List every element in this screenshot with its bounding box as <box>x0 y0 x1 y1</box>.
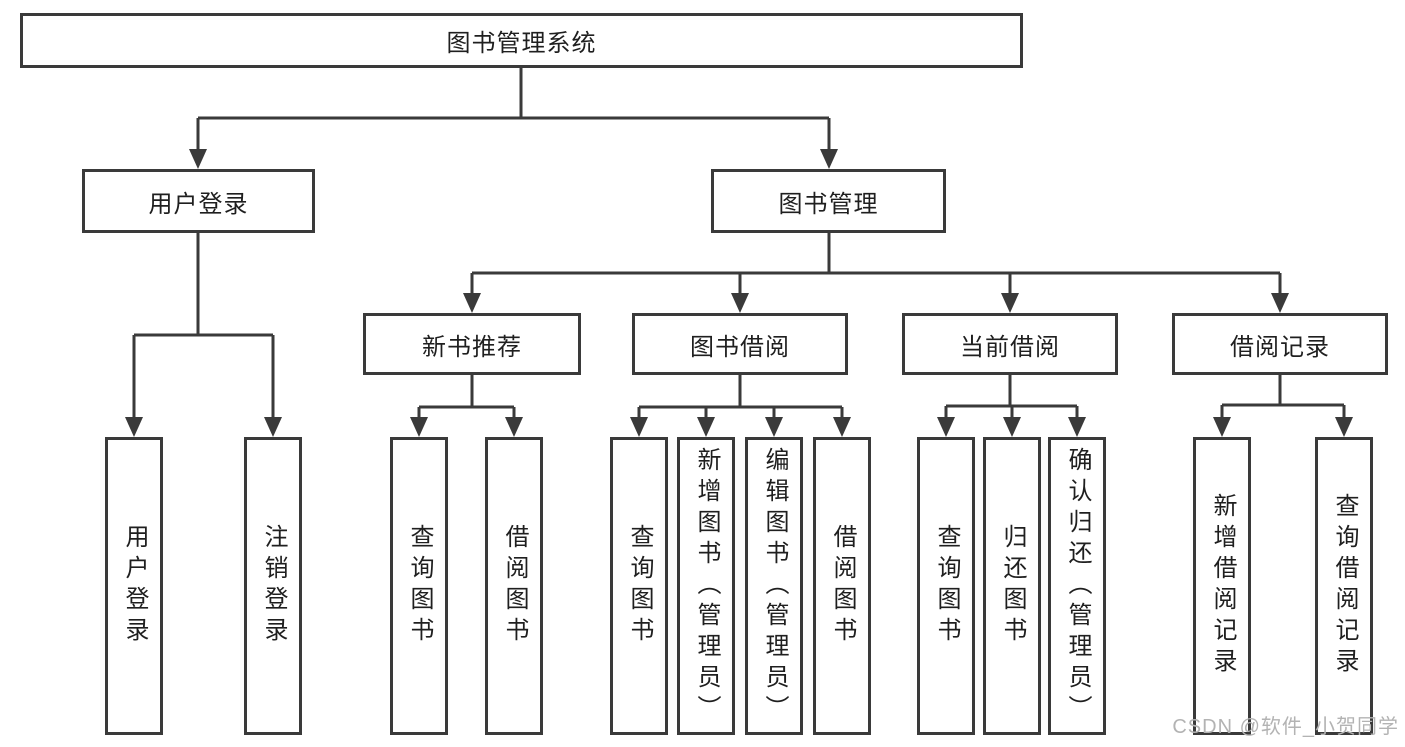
arrow-to-user-login <box>189 149 207 169</box>
leaf-search-books-borrow-label: 查询图书 <box>626 524 653 648</box>
node-user-login-label: 用户登录 <box>148 190 249 218</box>
leaf-borrow-books: 借阅图书 <box>813 437 871 735</box>
leaf-add-book-admin: 新增图书（管理员） <box>677 437 735 735</box>
leaf-confirm-return-admin: 确认归还（管理员） <box>1048 437 1106 735</box>
node-book-borrowing: 图书借阅 <box>632 313 848 375</box>
leaf-user-login: 用户登录 <box>105 437 163 735</box>
leaf-add-borrow-record: 新增借阅记录 <box>1193 437 1251 735</box>
arrow-br-leaf1 <box>1213 417 1231 437</box>
leaf-user-login-label: 用户登录 <box>121 524 148 648</box>
arrow-nb-leaf1 <box>410 417 428 437</box>
leaf-search-books-current: 查询图书 <box>917 437 975 735</box>
leaf-edit-book-admin: 编辑图书（管理员） <box>745 437 803 735</box>
leaf-search-books-borrow: 查询图书 <box>610 437 668 735</box>
arrow-to-borrowing-records <box>1271 293 1289 313</box>
node-book-management-label: 图书管理 <box>778 190 879 218</box>
node-book-management: 图书管理 <box>711 169 946 233</box>
leaf-add-borrow-record-label: 新增借阅记录 <box>1209 493 1236 679</box>
node-user-login: 用户登录 <box>82 169 315 233</box>
node-borrowing-records-label: 借阅记录 <box>1230 333 1330 361</box>
arrow-bb-leaf1 <box>630 417 648 437</box>
leaf-confirm-return-admin-label: 确认归还（管理员） <box>1064 446 1091 726</box>
leaf-add-book-admin-label: 新增图书（管理员） <box>693 446 720 726</box>
leaf-borrow-books-recommend: 借阅图书 <box>485 437 543 735</box>
arrow-nb-leaf2 <box>505 417 523 437</box>
leaf-search-books-current-label: 查询图书 <box>933 524 960 648</box>
leaf-borrow-books-recommend-label: 借阅图书 <box>501 524 528 648</box>
arrow-to-book-borrowing <box>731 293 749 313</box>
arrow-to-leaf-login <box>125 417 143 437</box>
leaf-search-books-recommend: 查询图书 <box>390 437 448 735</box>
leaf-return-books: 归还图书 <box>983 437 1041 735</box>
node-new-book-recommendation-label: 新书推荐 <box>422 333 522 361</box>
arrow-bb-leaf4 <box>833 417 851 437</box>
arrow-to-new-book <box>463 293 481 313</box>
node-root: 图书管理系统 <box>20 13 1023 68</box>
node-current-borrowing: 当前借阅 <box>902 313 1118 375</box>
node-book-borrowing-label: 图书借阅 <box>690 333 790 361</box>
arrow-to-book-management <box>820 149 838 169</box>
leaf-logout-label: 注销登录 <box>260 524 287 648</box>
leaf-logout: 注销登录 <box>244 437 302 735</box>
leaf-search-borrow-record: 查询借阅记录 <box>1315 437 1373 735</box>
arrow-bb-leaf3 <box>765 417 783 437</box>
node-current-borrowing-label: 当前借阅 <box>960 333 1060 361</box>
leaf-borrow-books-label: 借阅图书 <box>829 524 856 648</box>
arrow-bb-leaf2 <box>697 417 715 437</box>
node-root-label: 图书管理系统 <box>446 30 597 57</box>
watermark: CSDN @软件_小贺同学 <box>1172 716 1399 738</box>
arrow-to-leaf-logout <box>264 417 282 437</box>
arrow-cb-leaf2 <box>1003 417 1021 437</box>
arrow-br-leaf2 <box>1335 417 1353 437</box>
arrow-to-current-borrowing <box>1001 293 1019 313</box>
node-new-book-recommendation: 新书推荐 <box>363 313 581 375</box>
leaf-search-borrow-record-label: 查询借阅记录 <box>1331 493 1358 679</box>
arrow-cb-leaf3 <box>1068 417 1086 437</box>
node-borrowing-records: 借阅记录 <box>1172 313 1388 375</box>
leaf-edit-book-admin-label: 编辑图书（管理员） <box>761 446 788 726</box>
leaf-return-books-label: 归还图书 <box>999 524 1026 648</box>
leaf-search-books-recommend-label: 查询图书 <box>406 524 433 648</box>
arrow-cb-leaf1 <box>937 417 955 437</box>
